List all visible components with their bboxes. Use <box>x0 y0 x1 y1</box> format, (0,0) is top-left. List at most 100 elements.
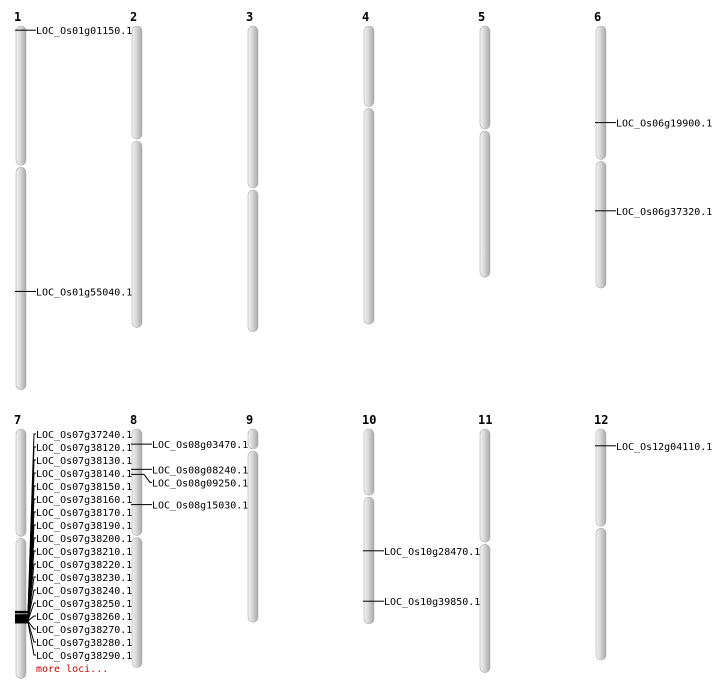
locus-label: LOC_Os07g37240.1 <box>36 430 132 441</box>
locus-marker: LOC_Os01g55040.1 <box>15 287 132 298</box>
chromosome-number: 8 <box>130 413 137 427</box>
chromosome-number: 6 <box>594 10 601 24</box>
locus-marker: LOC_Os08g03470.1 <box>131 440 248 451</box>
chromosome-arm-q <box>131 140 143 328</box>
chromosome-arm-p <box>363 25 375 107</box>
chromosome-arm-p <box>131 428 143 536</box>
chromosome-arm-q <box>247 189 259 333</box>
chromosome-number: 3 <box>246 10 253 24</box>
chromosome-arm-p <box>15 25 27 166</box>
locus-label: LOC_Os07g38210.1 <box>36 547 132 558</box>
locus-label: LOC_Os07g38280.1 <box>36 638 132 649</box>
locus-label: LOC_Os06g19900.1 <box>616 119 712 130</box>
chromosome-arm-q <box>247 450 259 623</box>
locus-leader <box>27 615 36 622</box>
locus-label: LOC_Os08g08240.1 <box>152 465 248 476</box>
chromosome-number: 10 <box>362 413 376 427</box>
locus-marker: LOC_Os06g37320.1 <box>595 207 712 218</box>
locus-marker: LOC_Os08g09250.1 <box>131 473 248 489</box>
chromosome-number: 7 <box>14 413 21 427</box>
locus-label: LOC_Os07g38270.1 <box>36 625 132 636</box>
chromosome-number: 12 <box>594 413 608 427</box>
chromosome-arm-p <box>15 428 27 537</box>
chromosome-arm-p <box>479 428 491 543</box>
chromosome-10: 10 <box>362 413 376 625</box>
chromosome-11: 11 <box>478 413 492 673</box>
locus-label: LOC_Os08g15030.1 <box>152 501 248 512</box>
chromosome-number: 1 <box>14 10 21 24</box>
chromosome-arm-q <box>15 538 27 679</box>
locus-leader <box>27 602 36 621</box>
locus-label: LOC_Os07g38150.1 <box>36 482 132 493</box>
locus-label: LOC_Os07g38200.1 <box>36 534 132 545</box>
chromosome-arm-q <box>363 108 375 325</box>
locus-marker: LOC_Os06g19900.1 <box>595 119 712 130</box>
locus-label: LOC_Os07g38160.1 <box>36 495 132 506</box>
chromosome-number: 2 <box>130 10 137 24</box>
chromosome-8: 8 <box>130 413 143 668</box>
locus-leader <box>27 589 36 621</box>
locus-label: LOC_Os07g38220.1 <box>36 560 132 571</box>
locus-label: LOC_Os01g01150.1 <box>36 26 132 37</box>
chromosome-number: 5 <box>478 10 485 24</box>
locus-label: LOC_Os07g38170.1 <box>36 508 132 519</box>
locus-marker: LOC_Os07g38260.1 <box>15 612 132 623</box>
locus-label: LOC_Os07g38140.1 <box>36 469 132 480</box>
locus-label: LOC_Os07g38120.1 <box>36 443 132 454</box>
chromosome-4: 4 <box>362 10 375 325</box>
locus-leader <box>27 576 36 620</box>
chromosome-arm-q <box>131 537 143 668</box>
chromosome-number: 4 <box>362 10 369 24</box>
chromosome-number: 11 <box>478 413 492 427</box>
chromosome-arm-q <box>15 166 27 391</box>
chromosome-arm-p <box>595 428 607 527</box>
locus-marker: LOC_Os07g38290.1 <box>15 620 132 662</box>
locus-marker: LOC_Os08g15030.1 <box>131 501 248 512</box>
chromosome-2: 2 <box>130 10 143 328</box>
locus-leader <box>27 621 36 643</box>
locus-label: LOC_Os07g38240.1 <box>36 586 132 597</box>
locus-leader <box>27 622 36 656</box>
locus-label: LOC_Os07g38190.1 <box>36 521 132 532</box>
locus-leader <box>143 474 152 483</box>
chromosome-arm-q <box>363 496 375 625</box>
chromosome-arm-p <box>363 428 375 496</box>
chromosome-arm-q <box>595 161 607 289</box>
chromosome-1: 1 <box>14 10 27 391</box>
locus-label: LOC_Os06g37320.1 <box>616 207 712 218</box>
locus-label: LOC_Os07g38260.1 <box>36 612 132 623</box>
chromosome-arm-p <box>131 25 143 140</box>
locus-marker: LOC_Os07g38270.1 <box>15 620 132 636</box>
chromosome-arm-p <box>595 25 607 160</box>
locus-label: LOC_Os08g03470.1 <box>152 440 248 451</box>
locus-leader <box>27 621 36 630</box>
locus-marker: LOC_Os01g01150.1 <box>15 26 132 37</box>
locus-label: LOC_Os12g04110.1 <box>616 442 712 453</box>
chromosome-arm-p <box>479 25 491 130</box>
chromosome-12: 12 <box>594 413 608 661</box>
chromosome-arm-p <box>247 25 259 189</box>
chromosome-3: 3 <box>246 10 259 333</box>
more-loci-link[interactable]: more loci... <box>36 664 108 675</box>
chromosome-6: 6 <box>594 10 607 289</box>
chromosome-number: 9 <box>246 413 253 427</box>
locus-marker: LOC_Os12g04110.1 <box>595 442 712 453</box>
locus-marker: LOC_Os10g28470.1 <box>363 547 480 558</box>
locus-marker: LOC_Os08g08240.1 <box>131 465 248 476</box>
locus-label: LOC_Os01g55040.1 <box>36 287 132 298</box>
locus-marker: LOC_Os10g39850.1 <box>363 597 480 608</box>
chromosome-9: 9 <box>246 413 259 623</box>
chromosome-arm-q <box>479 543 491 673</box>
chromosome-arm-q <box>479 130 491 278</box>
locus-label: LOC_Os07g38250.1 <box>36 599 132 610</box>
locus-label: LOC_Os08g09250.1 <box>152 478 248 489</box>
locus-label: LOC_Os07g38130.1 <box>36 456 132 467</box>
locus-label: LOC_Os07g38230.1 <box>36 573 132 584</box>
chromosome-5: 5 <box>478 10 491 278</box>
locus-label: LOC_Os10g39850.1 <box>384 597 480 608</box>
locus-label: LOC_Os07g38290.1 <box>36 651 132 662</box>
locus-label: LOC_Os10g28470.1 <box>384 547 480 558</box>
chromosome-7: 7 <box>14 413 27 679</box>
chromosome-arm-q <box>595 527 607 661</box>
locus-leader <box>27 563 36 620</box>
